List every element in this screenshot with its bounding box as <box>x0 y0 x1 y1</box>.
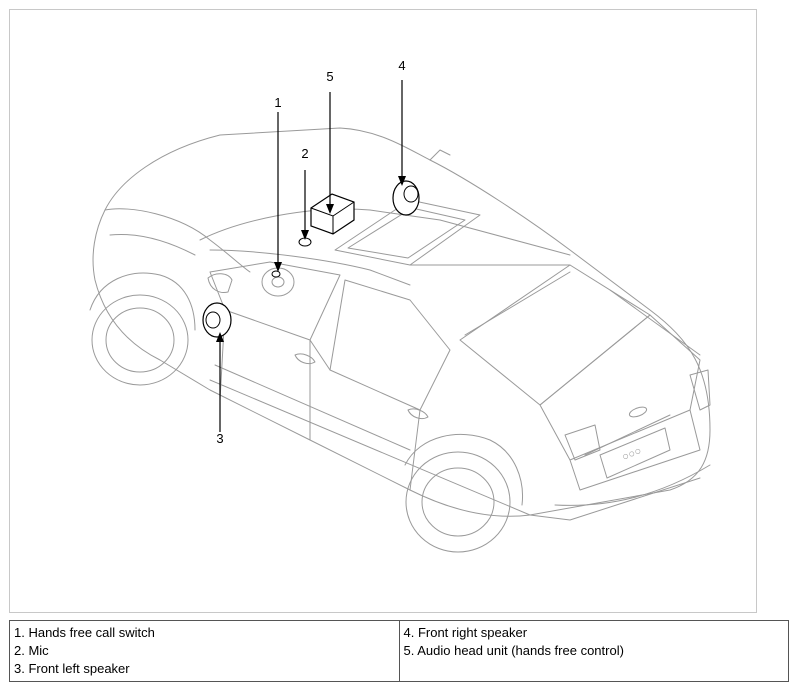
callout-3: 3 <box>216 431 223 446</box>
legend-row: 1. Hands free call switch 2. Mic 3. Fron… <box>9 620 789 682</box>
legend-item-3: 3. Front left speaker <box>14 661 130 676</box>
front-right-speaker <box>392 180 420 216</box>
car-outline: ○○○ <box>89 127 711 553</box>
car-component-diagram: ○○○ <box>89 58 711 553</box>
diagram-frame: ○○○ <box>9 9 757 613</box>
legend-item-5: 5. Audio head unit (hands free control) <box>403 643 624 658</box>
audio-head-unit <box>310 193 355 235</box>
callout-2: 2 <box>301 146 308 161</box>
legend-left-cell: 1. Hands free call switch 2. Mic 3. Fron… <box>9 620 400 682</box>
front-left-speaker <box>202 302 232 338</box>
callout-4: 4 <box>398 58 405 73</box>
leader-arrowheads <box>216 176 406 342</box>
legend-right-cell: 4. Front right speaker 5. Audio head uni… <box>398 620 789 682</box>
legend-item-2: 2. Mic <box>14 643 49 658</box>
hands-free-call-switch <box>271 270 281 278</box>
callout-5: 5 <box>326 69 333 84</box>
svg-text:○○○: ○○○ <box>620 445 643 464</box>
leader-lines <box>219 80 403 432</box>
legend-item-1: 1. Hands free call switch <box>14 625 155 640</box>
component-legend: 1. Hands free call switch 2. Mic 3. Fron… <box>9 620 789 682</box>
callout-1: 1 <box>274 95 281 110</box>
legend-item-4: 4. Front right speaker <box>403 625 528 640</box>
